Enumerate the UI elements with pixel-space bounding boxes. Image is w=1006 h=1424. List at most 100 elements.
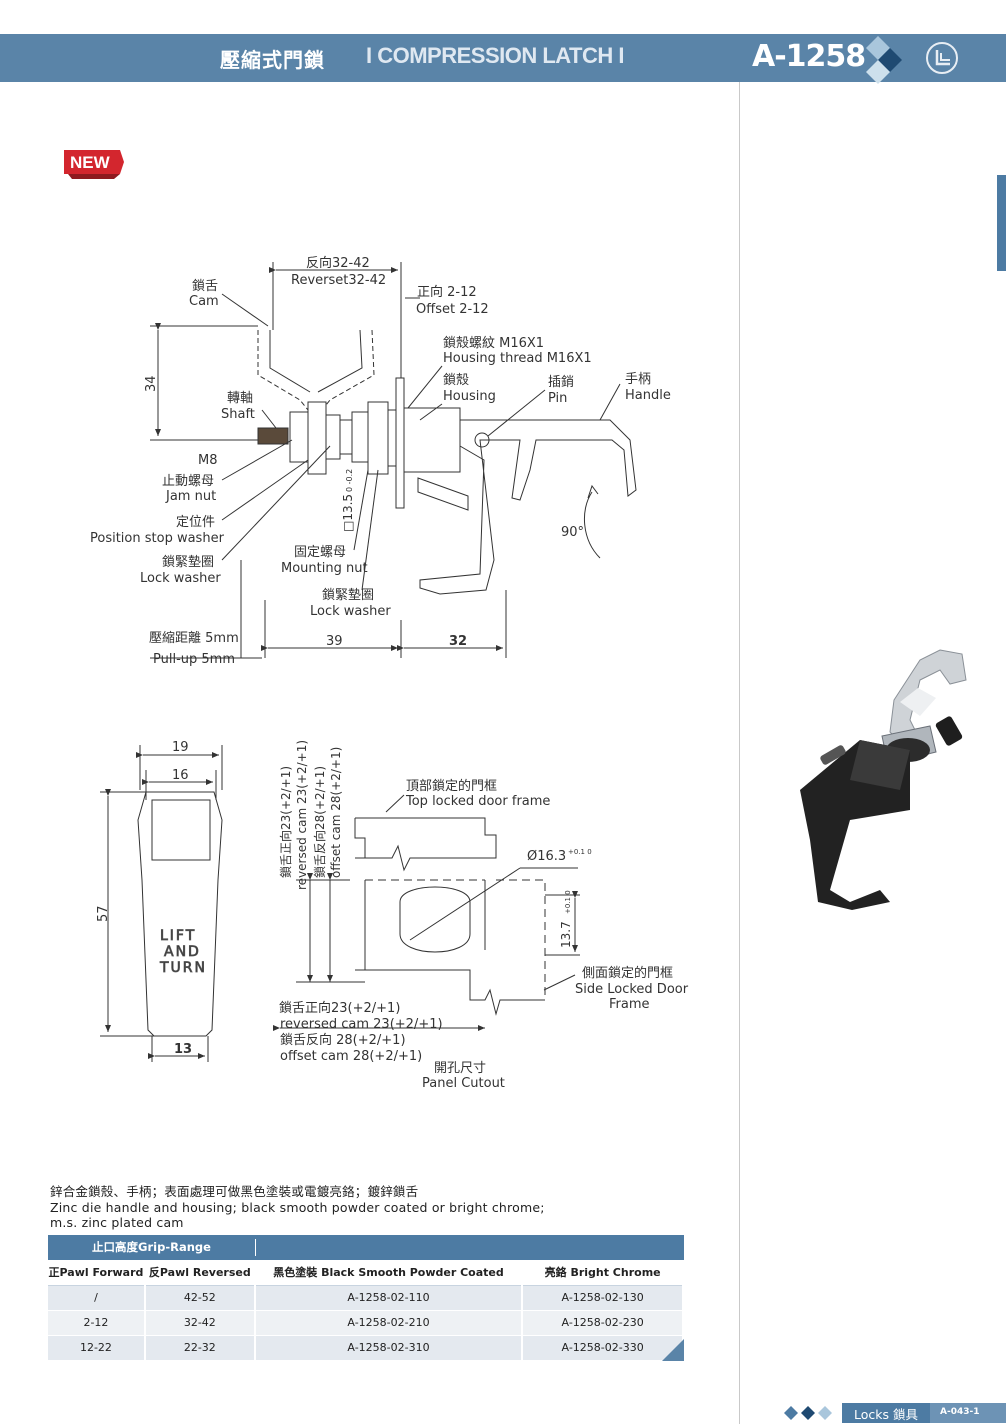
svg-text:Mounting nut: Mounting nut (281, 561, 368, 576)
svg-text:Pull-up 5mm: Pull-up 5mm (153, 652, 235, 667)
column-header: 黑色塗裝 Black Smooth Powder Coated (254, 1260, 524, 1286)
new-badge: NEW (64, 150, 124, 179)
svg-text:鎖緊墊圈: 鎖緊墊圈 (322, 587, 374, 603)
svg-text:Top locked door frame: Top locked door frame (405, 794, 550, 809)
svg-text:offset cam 28(+2/+1): offset cam 28(+2/+1) (280, 1049, 422, 1064)
svg-text:34: 34 (144, 375, 159, 392)
table-cell: A-1258-02-330 (522, 1335, 684, 1361)
table-row: 2-12 32-42 A-1258-02-210 A-1258-02-230 (48, 1310, 684, 1336)
svg-text:正向 2-12: 正向 2-12 (417, 284, 477, 300)
svg-text:Handle: Handle (625, 388, 671, 403)
svg-text:Lock washer: Lock washer (140, 571, 221, 586)
table-cell: / (48, 1285, 146, 1311)
table-cell: 2-12 (48, 1310, 146, 1336)
svg-text:鎖殼: 鎖殼 (443, 372, 469, 388)
svg-text:定位件: 定位件 (176, 515, 215, 530)
svg-text:鎖舌正向23(+2/+1): 鎖舌正向23(+2/+1) (279, 1000, 400, 1016)
svg-text:壓縮距離 5mm: 壓縮距離 5mm (149, 630, 239, 646)
svg-text:鎖殼螺紋 M16X1: 鎖殼螺紋 M16X1 (443, 335, 544, 351)
svg-text:0 -0.2: 0 -0.2 (345, 469, 354, 492)
svg-text:90°: 90° (561, 525, 584, 540)
svg-text:止動螺母: 止動螺母 (162, 474, 214, 489)
table-cell: 42-52 (144, 1285, 256, 1311)
svg-text:M8: M8 (198, 453, 218, 468)
grip-range-label: 止口高度Grip-Range (92, 1240, 211, 1254)
column-header: 正Pawl Forward (48, 1260, 146, 1286)
spec-table: 止口高度Grip-Range 正Pawl Forward 反Pawl Rever… (48, 1235, 684, 1361)
side-tab-marker (997, 175, 1006, 271)
svg-text:+0.1 0: +0.1 0 (568, 848, 592, 856)
svg-text:Housing: Housing (443, 389, 496, 404)
svg-text:反向32-42: 反向32-42 (306, 255, 370, 271)
table-cell: 22-32 (144, 1335, 256, 1361)
svg-text:Reverset32-42: Reverset32-42 (291, 273, 386, 288)
svg-text:Shaft: Shaft (221, 407, 255, 422)
svg-text:16: 16 (172, 768, 189, 783)
svg-text:鎖舌正向23(+2/+1): 鎖舌正向23(+2/+1) (278, 766, 293, 878)
header-band: 壓縮式門鎖 I COMPRESSION LATCH I A-1258 (0, 34, 1006, 82)
svg-text:□13.5: □13.5 (341, 494, 355, 532)
svg-text:reversed cam 23(+2/+1): reversed cam 23(+2/+1) (280, 1017, 443, 1032)
svg-text:offset cam 28(+2/+1): offset cam 28(+2/+1) (329, 747, 343, 878)
diamond-logo-icon (866, 36, 902, 84)
svg-text:鎖舌反向28(+2/+1): 鎖舌反向28(+2/+1) (312, 766, 327, 878)
svg-text:AND: AND (164, 944, 201, 960)
table-header-row: 正Pawl Forward 反Pawl Reversed 黑色塗裝 Black … (48, 1260, 684, 1286)
table-cell: A-1258-02-210 (254, 1310, 524, 1336)
svg-text:Panel Cutout: Panel Cutout (422, 1076, 505, 1091)
svg-text:Frame: Frame (609, 997, 650, 1012)
product-code: A-1258 (752, 39, 866, 74)
column-divider (739, 82, 740, 1424)
svg-text:+0.1 0: +0.1 0 (564, 890, 572, 914)
svg-text:鎖舌反向 28(+2/+1): 鎖舌反向 28(+2/+1) (280, 1032, 406, 1048)
grip-range-header: 止口高度Grip-Range (48, 1235, 684, 1260)
svg-text:Jam nut: Jam nut (165, 489, 216, 504)
svg-text:手柄: 手柄 (625, 372, 651, 387)
table-cell: A-1258-02-110 (254, 1285, 524, 1311)
title-zh: 壓縮式門鎖 (220, 48, 325, 72)
title-en: I COMPRESSION LATCH I (366, 43, 625, 68)
svg-text:19: 19 (172, 740, 189, 755)
svg-text:13: 13 (174, 1042, 192, 1057)
page-number: A-043-1 (940, 1407, 980, 1417)
svg-text:57: 57 (96, 905, 111, 922)
table-row: / 42-52 A-1258-02-110 A-1258-02-130 (48, 1285, 684, 1311)
description-en-line-2: m.s. zinc plated cam (50, 1215, 184, 1230)
svg-text:插銷: 插銷 (548, 374, 574, 390)
svg-text:Housing thread M16X1: Housing thread M16X1 (443, 351, 592, 366)
page-footer: Locks 鎖具 A-043-1 (740, 1400, 1006, 1424)
svg-text:TURN: TURN (159, 960, 207, 976)
svg-text:Pin: Pin (548, 391, 567, 406)
svg-text:32: 32 (449, 634, 467, 649)
table-row: 12-22 22-32 A-1258-02-310 A-1258-02-330 (48, 1335, 684, 1361)
svg-text:開孔尺寸: 開孔尺寸 (434, 1061, 486, 1076)
footer-diamonds-icon (784, 1406, 832, 1420)
brand-logo-icon (926, 42, 958, 74)
table-cell: 12-22 (48, 1335, 146, 1361)
svg-text:LIFT: LIFT (160, 928, 196, 944)
table-cell: A-1258-02-130 (522, 1285, 684, 1311)
column-header: 反Pawl Reversed (144, 1260, 256, 1286)
part-number-table: 正Pawl Forward 反Pawl Reversed 黑色塗裝 Black … (48, 1260, 684, 1361)
svg-text:頂部鎖定的門框: 頂部鎖定的門框 (406, 778, 497, 794)
svg-text:Cam: Cam (189, 294, 219, 309)
svg-text:Side Locked Door: Side Locked Door (575, 982, 689, 997)
svg-text:固定螺母: 固定螺母 (294, 545, 346, 560)
svg-text:reversed cam 23(+2/+1): reversed cam 23(+2/+1) (295, 740, 309, 890)
footer-section-label: Locks 鎖具 (854, 1407, 918, 1422)
description-en-line-1: Zinc die handle and housing; black smoot… (50, 1199, 545, 1215)
svg-text:Ø16.3: Ø16.3 (527, 849, 566, 864)
svg-text:Position stop washer: Position stop washer (90, 531, 225, 546)
svg-text:鎖舌: 鎖舌 (192, 278, 218, 294)
svg-text:Offset 2-12: Offset 2-12 (416, 302, 489, 317)
column-header: 亮鉻 Bright Chrome (522, 1260, 684, 1286)
table-corner-accent (662, 1338, 684, 1361)
svg-text:39: 39 (326, 634, 343, 649)
footer-page-band (930, 1403, 1006, 1423)
table-cell: A-1258-02-310 (254, 1335, 524, 1361)
svg-text:13.7: 13.7 (559, 921, 573, 948)
svg-text:Lock washer: Lock washer (310, 604, 391, 619)
svg-text:鎖緊墊圈: 鎖緊墊圈 (162, 554, 214, 570)
new-badge-label: NEW (70, 153, 111, 172)
table-cell: 32-42 (144, 1310, 256, 1336)
